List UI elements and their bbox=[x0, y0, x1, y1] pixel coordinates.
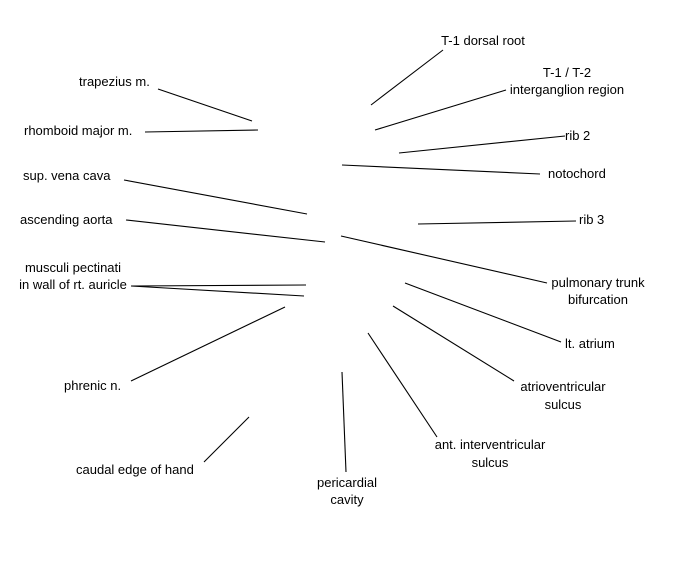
label-sup-vena-cava: sup. vena cava bbox=[23, 168, 111, 183]
leader-lines bbox=[123, 49, 577, 473]
label-pulmonary-line1: pulmonary trunk bbox=[551, 275, 645, 290]
label-rib3: rib 3 bbox=[579, 212, 604, 227]
label-pericardial-line2: cavity bbox=[330, 492, 364, 507]
label-rib2: rib 2 bbox=[565, 128, 590, 143]
leader-rib2 bbox=[398, 135, 566, 154]
label-t1-dorsal-root: T-1 dorsal root bbox=[441, 33, 525, 48]
label-interganglion-line1: T-1 / T-2 bbox=[543, 65, 591, 80]
label-musculi-line1: musculi pectinati bbox=[25, 260, 121, 275]
label-caudal-edge: caudal edge of hand bbox=[76, 462, 194, 477]
leader-pericardial-cavity bbox=[341, 371, 347, 473]
label-pulmonary-line2: bifurcation bbox=[568, 292, 628, 307]
leader-rhomboid bbox=[144, 129, 259, 133]
leader-trapezius bbox=[157, 88, 253, 122]
leader-sup-vena-cava bbox=[123, 179, 308, 215]
label-pericardial-line1: pericardial bbox=[317, 475, 377, 490]
label-ant-iv-line2: sulcus bbox=[472, 455, 509, 470]
leader-interganglion bbox=[374, 89, 507, 131]
label-notochord: notochord bbox=[548, 166, 606, 181]
label-ascending-aorta: ascending aorta bbox=[20, 212, 113, 227]
leader-musculi-1 bbox=[130, 284, 307, 287]
leader-ant-iv-sulcus bbox=[367, 332, 438, 438]
label-phrenic: phrenic n. bbox=[64, 378, 121, 393]
label-trapezius: trapezius m. bbox=[79, 74, 150, 89]
leader-pulmonary-trunk bbox=[340, 235, 548, 284]
leader-phrenic bbox=[130, 306, 286, 382]
label-lt-atrium: lt. atrium bbox=[565, 336, 615, 351]
leader-ascending-aorta bbox=[125, 219, 326, 243]
label-av-sulcus-line2: sulcus bbox=[545, 397, 582, 412]
label-ant-iv-line1: ant. interventricular bbox=[435, 437, 546, 452]
leader-av-sulcus bbox=[392, 305, 515, 382]
leader-lt-atrium bbox=[404, 282, 562, 343]
leader-notochord bbox=[341, 164, 541, 175]
leader-musculi-2 bbox=[130, 285, 305, 297]
label-interganglion-line2: interganglion region bbox=[510, 82, 624, 97]
leader-caudal-edge bbox=[203, 416, 250, 463]
label-av-sulcus-line1: atrioventricular bbox=[520, 379, 606, 394]
labels: T-1 dorsal root T-1 / T-2 interganglion … bbox=[19, 33, 645, 507]
leader-t1-dorsal-root bbox=[370, 49, 444, 106]
label-musculi-line2: in wall of rt. auricle bbox=[19, 277, 127, 292]
leader-rib3 bbox=[417, 220, 577, 225]
label-rhomboid: rhomboid major m. bbox=[24, 123, 132, 138]
